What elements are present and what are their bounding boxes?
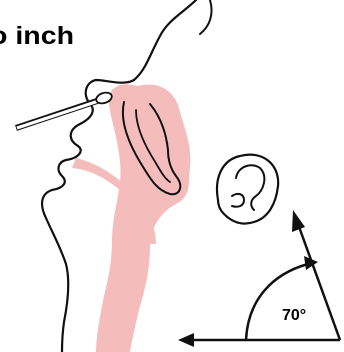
baseline-arrowhead — [178, 333, 194, 347]
angle-arc — [246, 264, 308, 340]
swab-stick-fill — [17, 101, 100, 129]
forehead-line — [200, 0, 212, 34]
heading-text: o inch — [0, 22, 74, 50]
ray-arrowhead — [292, 210, 305, 232]
angle-label: 70° — [282, 307, 306, 324]
